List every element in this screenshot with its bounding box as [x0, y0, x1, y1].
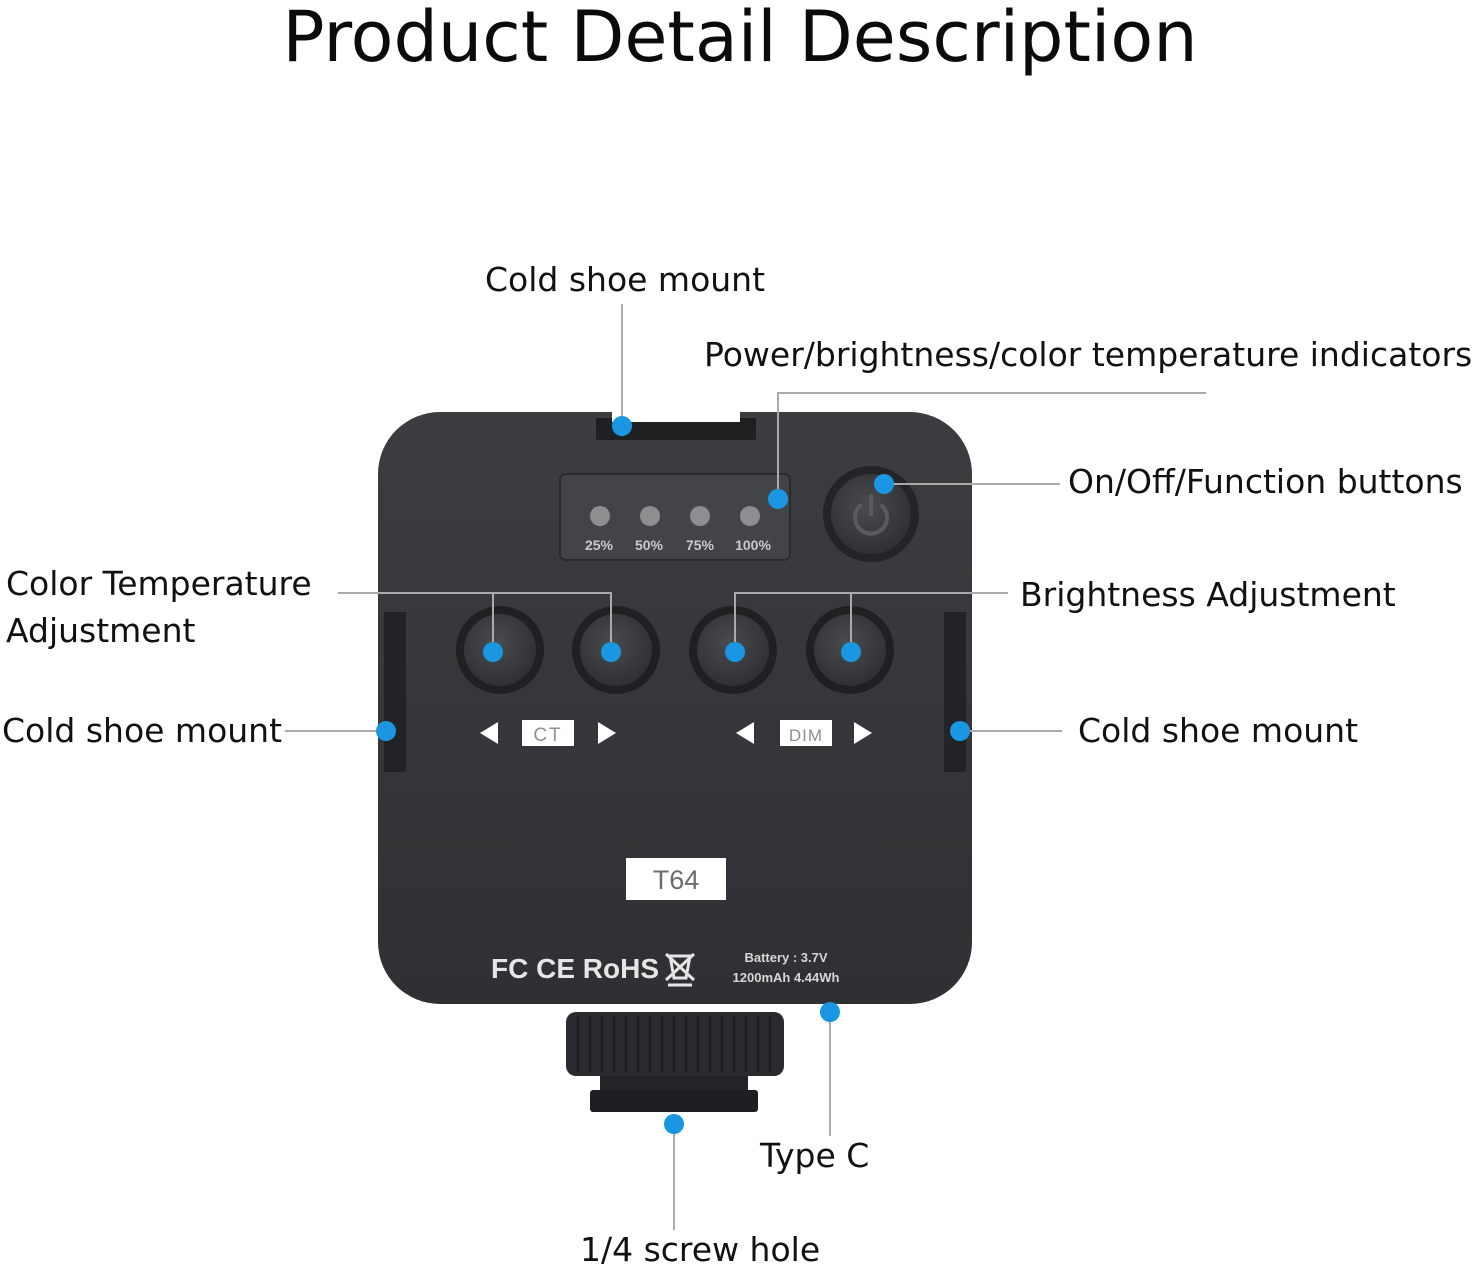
marker-indicators — [768, 489, 788, 509]
indicator-led — [640, 506, 660, 526]
dim-control-label: DIM — [736, 720, 872, 746]
marker-type-c — [820, 1002, 840, 1022]
ct-control-label: CT — [480, 720, 616, 746]
model-label: T64 — [626, 858, 726, 900]
indicator-level: 100% — [735, 537, 771, 553]
indicator-panel: 25% 50% 75% 100% — [559, 473, 791, 561]
leader-lines — [285, 304, 1206, 1230]
label-color-temp-line2: Adjustment — [6, 611, 196, 650]
label-brightness: Brightness Adjustment — [1020, 575, 1396, 614]
power-button — [823, 466, 919, 562]
label-type-c: Type C — [760, 1136, 870, 1175]
arrow-left-icon — [736, 722, 754, 744]
arrow-right-icon — [598, 722, 616, 744]
marker-ct-down — [483, 642, 503, 662]
indicator-led — [740, 506, 760, 526]
indicator-level: 75% — [686, 537, 715, 553]
marker-cold-shoe-left — [376, 721, 396, 741]
weee-icon — [664, 952, 696, 987]
indicator-led — [590, 506, 610, 526]
top-cold-shoe-slot — [596, 412, 756, 440]
label-cold-shoe-left: Cold shoe mount — [2, 711, 283, 750]
svg-text:DIM: DIM — [789, 726, 823, 745]
label-onoff-buttons: On/Off/Function buttons — [1068, 462, 1463, 501]
label-indicators: Power/brightness/color temperature indic… — [704, 335, 1473, 374]
svg-text:CT: CT — [533, 725, 562, 746]
marker-dim-down — [725, 642, 745, 662]
battery-info-line2: 1200mAh 4.44Wh — [733, 970, 840, 985]
marker-cold-shoe-right — [950, 721, 970, 741]
certification-marks: FC CE RoHS — [491, 953, 659, 984]
label-color-temp-line1: Color Temperature — [6, 564, 312, 603]
label-screw-hole: 1/4 screw hole — [580, 1230, 821, 1269]
indicator-led — [690, 506, 710, 526]
power-icon — [853, 504, 889, 536]
marker-screw-hole — [664, 1114, 684, 1134]
callout-markers — [376, 416, 970, 1134]
label-cold-shoe-right: Cold shoe mount — [1078, 711, 1359, 750]
indicator-level: 25% — [585, 537, 614, 553]
indicator-level: 50% — [635, 537, 664, 553]
marker-onoff — [874, 474, 894, 494]
marker-dim-up — [841, 642, 861, 662]
page-title: Product Detail Description — [282, 0, 1198, 78]
screw-mount — [566, 1012, 784, 1112]
arrow-right-icon — [854, 722, 872, 744]
marker-ct-up — [601, 642, 621, 662]
right-cold-shoe-slot — [944, 612, 966, 772]
marker-cold-shoe-top — [612, 416, 632, 436]
left-cold-shoe-slot — [384, 612, 406, 772]
battery-info-line1: Battery : 3.7V — [744, 950, 827, 965]
device-body — [378, 412, 972, 1004]
arrow-left-icon — [480, 722, 498, 744]
label-cold-shoe-top: Cold shoe mount — [485, 260, 766, 299]
svg-text:T64: T64 — [653, 865, 700, 895]
